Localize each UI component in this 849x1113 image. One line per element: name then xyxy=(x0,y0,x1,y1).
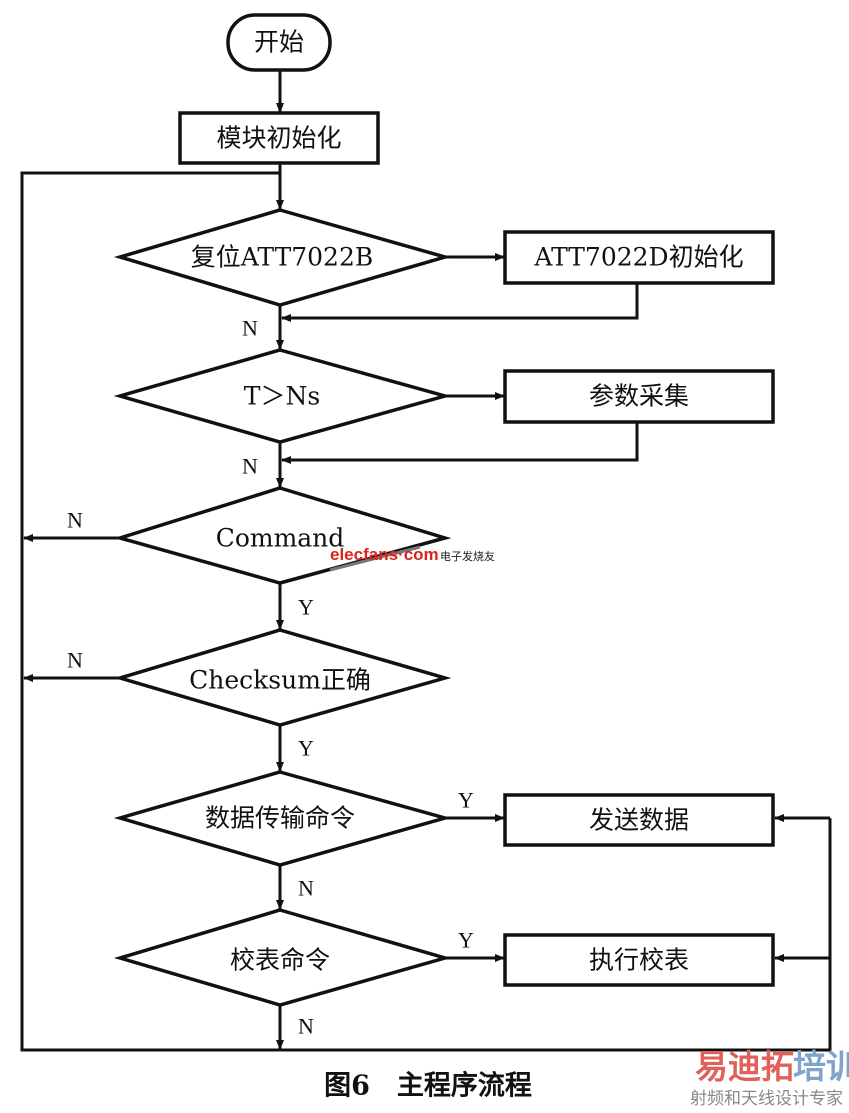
arrow-collect-return xyxy=(281,422,639,464)
att-init-box xyxy=(503,230,775,285)
elecfans-cn-text: 电子发烧友 xyxy=(440,549,495,563)
init-module-box xyxy=(178,111,380,165)
start-label: 开始 xyxy=(254,28,304,57)
yes-label-command: Y xyxy=(298,595,314,620)
checksum-decision xyxy=(113,628,452,727)
no-label-checksum: N xyxy=(67,648,83,673)
data-cmd-decision-label: 数据传输命令 xyxy=(205,804,355,833)
timer-decision-label: T＞Ns xyxy=(244,382,320,411)
figure-caption: 图6 主程序流程 xyxy=(324,1070,532,1102)
no-label-data-cmd: N xyxy=(298,876,314,901)
do-calib-box xyxy=(503,933,775,987)
elecfans-text: elecfans·com xyxy=(330,545,439,564)
elecfans-watermark: elecfans·com 电子发烧友 xyxy=(329,545,495,572)
att-init-label: ATT7022D初始化 xyxy=(533,243,743,272)
command-decision-label: Command xyxy=(216,524,345,553)
reset-decision xyxy=(113,208,452,307)
param-collect-box xyxy=(503,369,775,424)
arrow-attinit-return xyxy=(281,283,639,322)
send-data-box xyxy=(503,793,775,847)
no-label-reset: N xyxy=(242,316,258,341)
no-label-timer: N xyxy=(242,454,258,479)
yes-label-data-cmd: Y xyxy=(458,788,474,813)
brand-text-a: 易迪拓 xyxy=(695,1047,794,1086)
data-cmd-decision xyxy=(113,770,452,867)
brand-watermark: 易迪拓 培训 射频和天线设计专家 xyxy=(690,1047,849,1109)
start-terminal xyxy=(226,13,332,72)
connectors xyxy=(20,70,832,1052)
yes-label-checksum: Y xyxy=(298,736,314,761)
param-collect-label: 参数采集 xyxy=(589,382,689,411)
loop-bottom xyxy=(20,538,832,1052)
no-label-command: N xyxy=(67,508,83,533)
calib-cmd-decision-label: 校表命令 xyxy=(230,946,330,975)
brand-text-b: 培训 xyxy=(793,1047,849,1086)
brand-subtext: 射频和天线设计专家 xyxy=(690,1089,843,1109)
yes-label-calib-cmd: Y xyxy=(458,928,474,953)
send-data-label: 发送数据 xyxy=(589,806,689,835)
no-label-calib-cmd: N xyxy=(298,1014,314,1039)
checksum-decision-label: Checksum正确 xyxy=(189,666,371,695)
reset-decision-label: 复位ATT7022B xyxy=(191,243,374,272)
calib-cmd-decision xyxy=(113,908,452,1007)
do-calib-label: 执行校表 xyxy=(589,946,689,975)
init-module-label: 模块初始化 xyxy=(216,124,341,153)
timer-decision xyxy=(113,348,452,444)
loop-left-top xyxy=(20,171,280,538)
command-decision xyxy=(113,486,452,585)
